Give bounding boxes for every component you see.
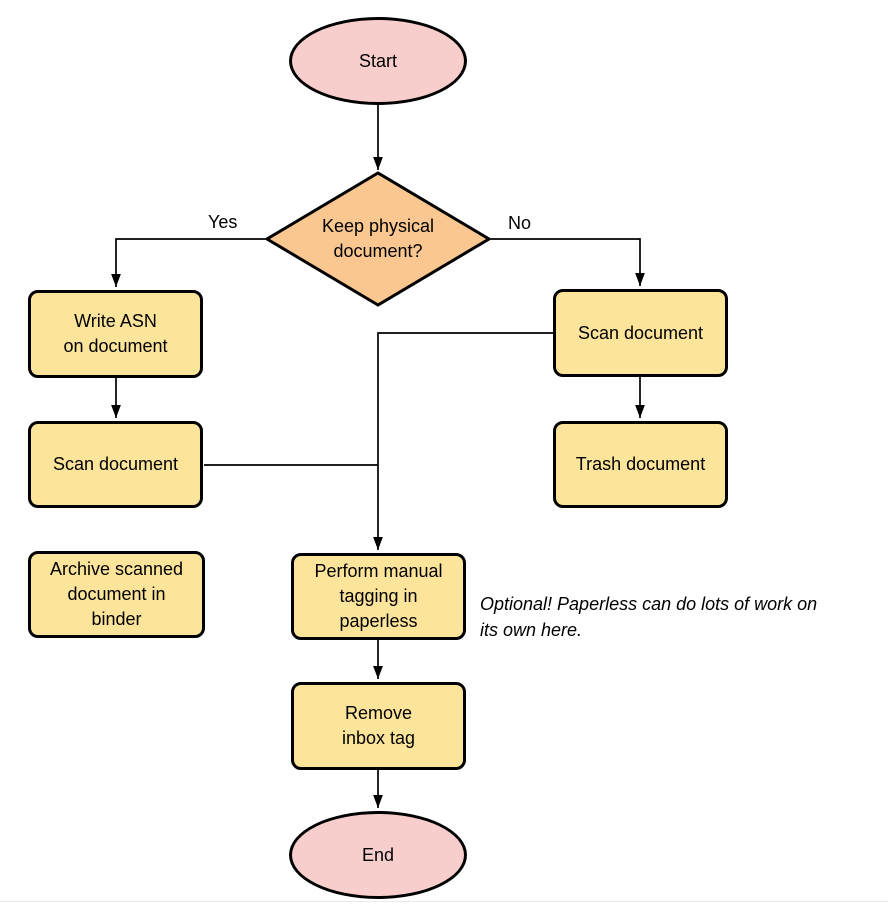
edge-label-yes: Yes bbox=[208, 212, 238, 232]
node-end-label: End bbox=[361, 844, 395, 865]
node-tagging-label: Perform manual tagging in paperless bbox=[314, 561, 443, 631]
node-scan-left-label: Scan document bbox=[52, 454, 179, 474]
node-trash-label: Trash document bbox=[575, 454, 706, 474]
node-archive-binder: Archive scanned document in binder bbox=[28, 551, 205, 638]
node-start: Start bbox=[289, 17, 467, 105]
node-write-asn-label: Write ASN on document bbox=[63, 311, 168, 356]
node-remove-inbox-tag: Remove inbox tag bbox=[291, 682, 466, 770]
node-scan-right-label: Scan document bbox=[577, 322, 704, 343]
diamond-shape bbox=[264, 171, 492, 307]
node-remove-inbox-label: Remove inbox tag bbox=[341, 703, 416, 748]
node-decision-keep-physical: Keep physical document? bbox=[264, 170, 492, 308]
node-start-label: Start bbox=[358, 50, 397, 71]
bottom-divider bbox=[0, 901, 888, 902]
node-archive-label: Archive scanned document in binder bbox=[49, 559, 184, 629]
edge-label-no: No bbox=[508, 213, 532, 233]
node-scan-document-right: Scan document bbox=[553, 289, 728, 377]
node-end: End bbox=[289, 811, 467, 899]
node-trash-document: Trash document bbox=[553, 421, 728, 508]
annotation-optional-note: Optional! Paperless can do lots of work … bbox=[480, 594, 818, 640]
node-manual-tagging: Perform manual tagging in paperless bbox=[291, 553, 466, 640]
node-decision-label: Keep physical document? bbox=[321, 216, 435, 261]
node-write-asn: Write ASN on document bbox=[28, 290, 203, 378]
node-scan-document-left: Scan document bbox=[28, 421, 203, 508]
